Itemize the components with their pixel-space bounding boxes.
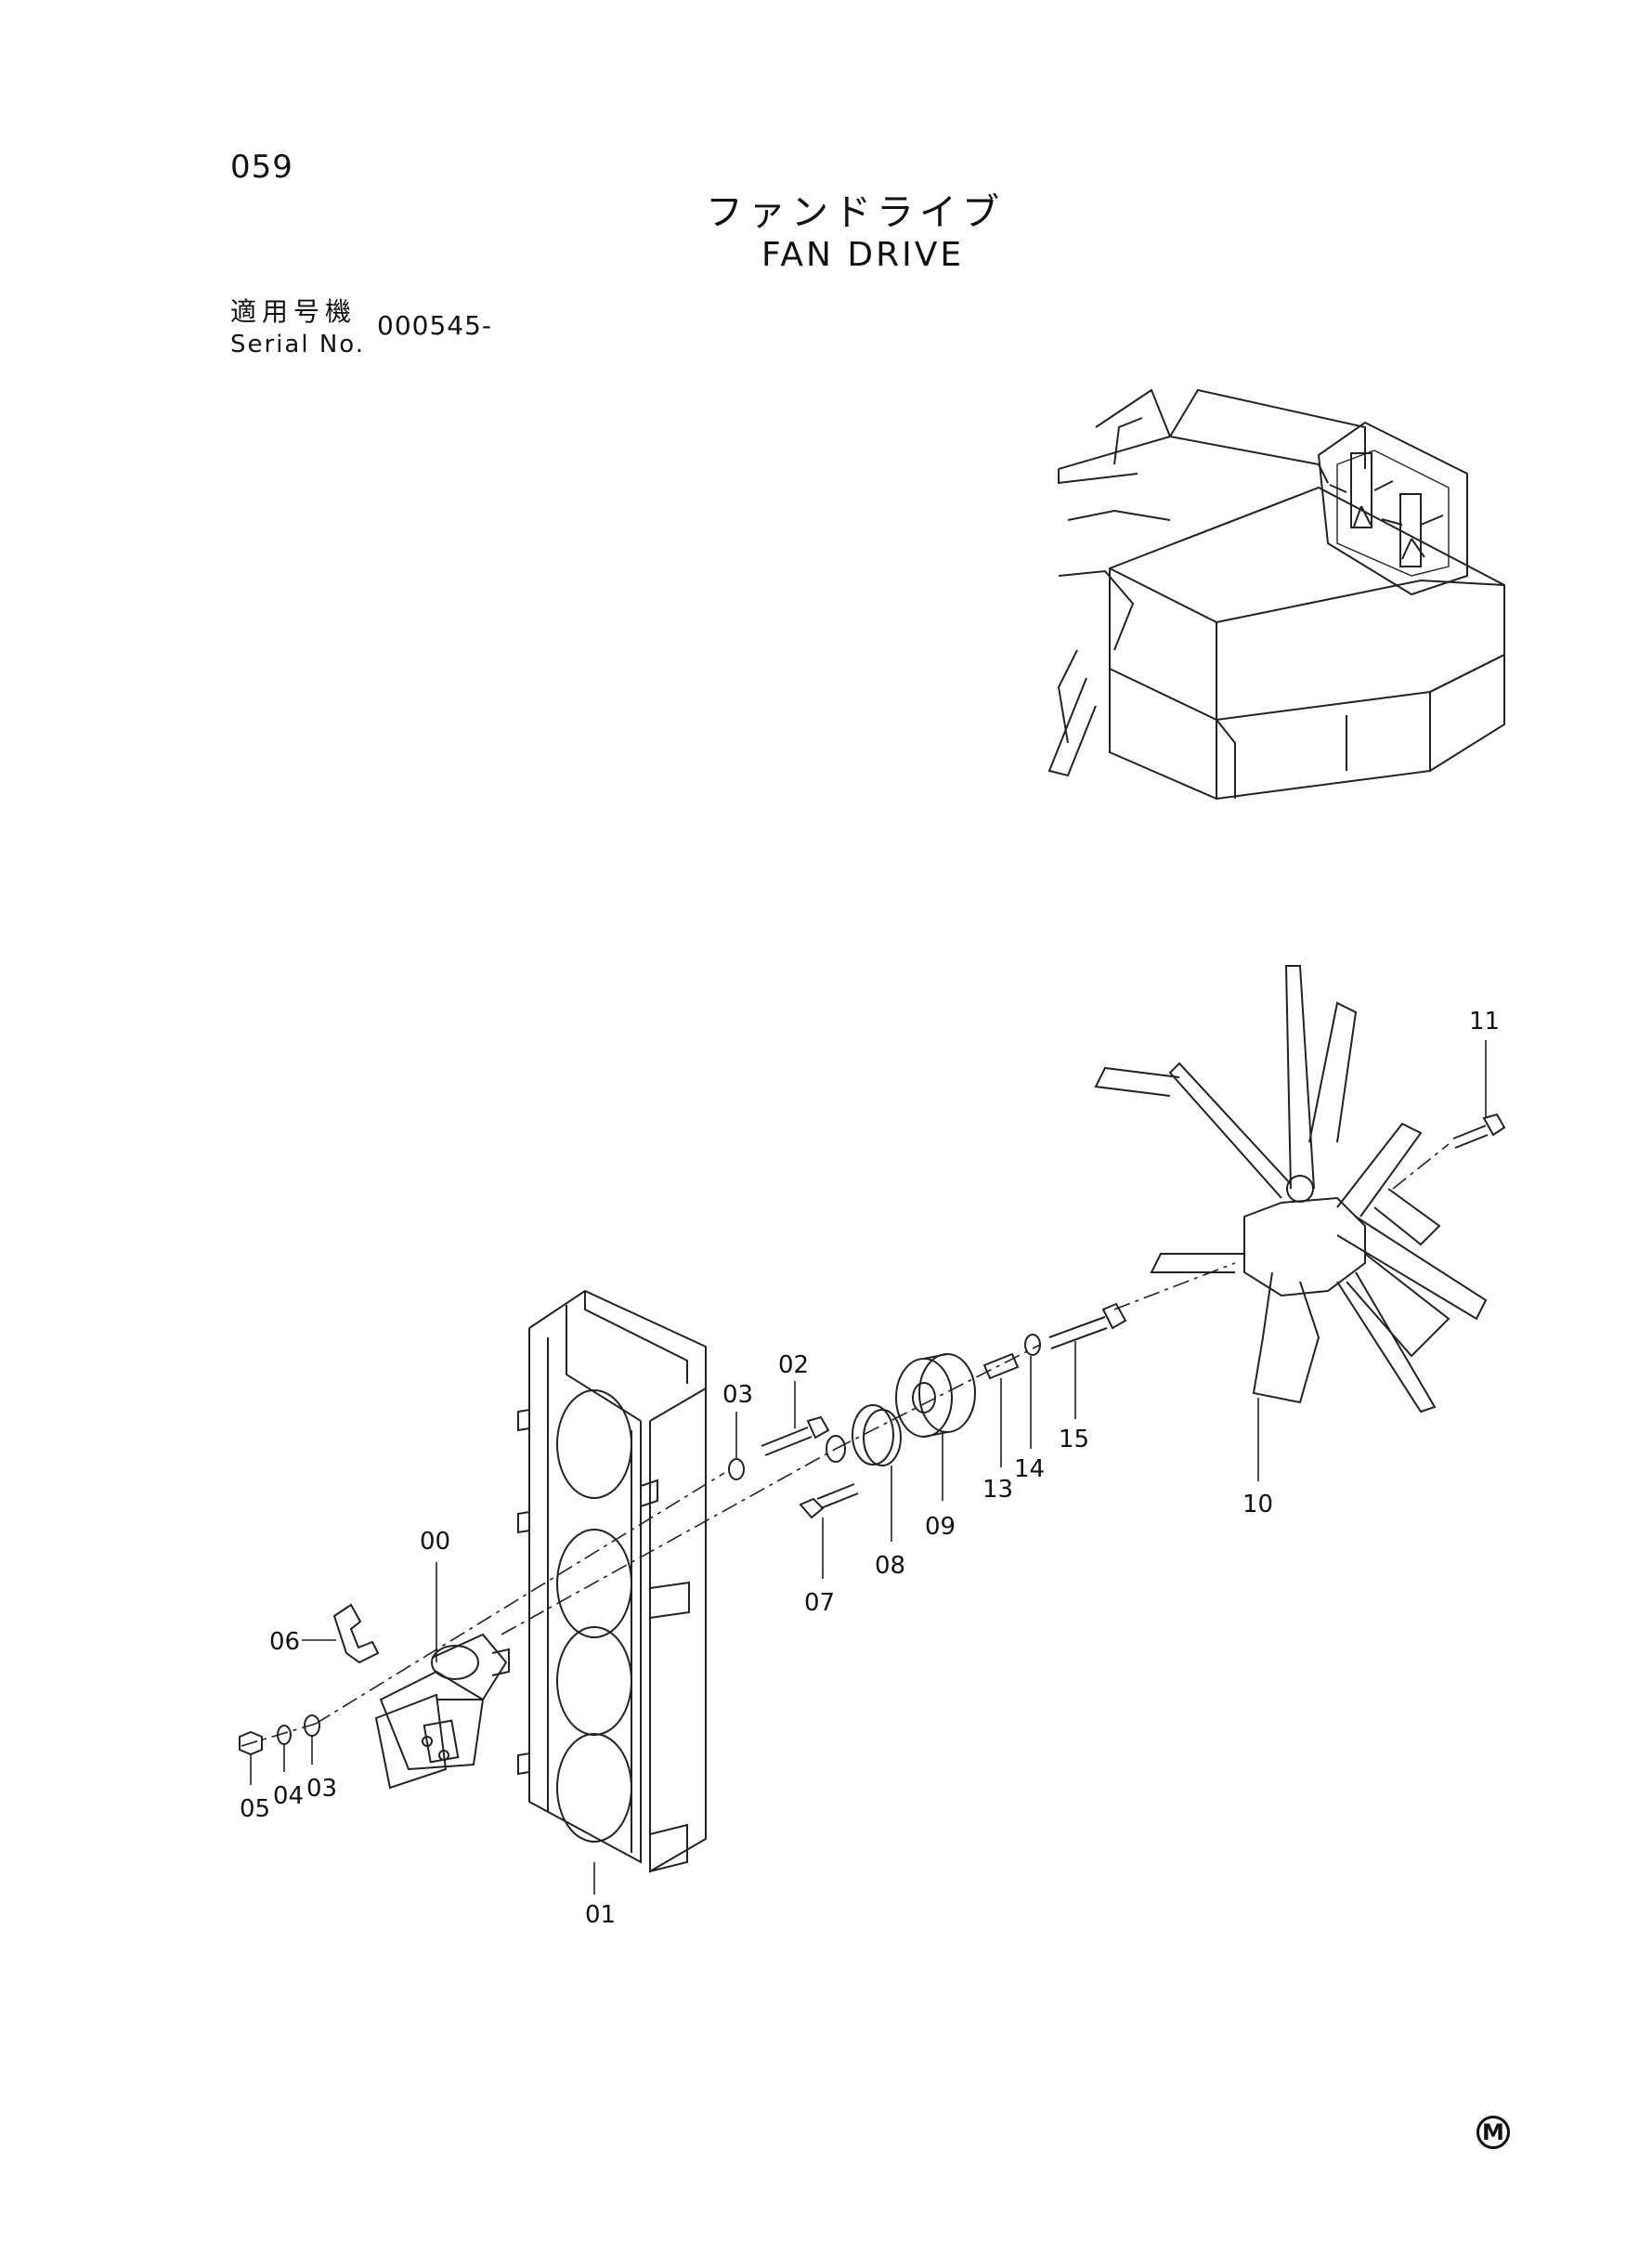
part-label-01: 01 (585, 1901, 616, 1929)
part-label-03-top: 03 (722, 1381, 753, 1409)
fitting-part-06 (332, 1603, 380, 1664)
part-label-04: 04 (273, 1782, 304, 1810)
part-label-10: 10 (1242, 1491, 1273, 1518)
part-label-06: 06 (269, 1628, 300, 1656)
page-number: 059 (230, 149, 293, 186)
manufacturer-mark: M (1476, 2116, 1510, 2149)
bolt-part-11 (1452, 1113, 1506, 1149)
serial-label-english: Serial No. (230, 331, 365, 358)
part-label-07: 07 (804, 1589, 835, 1617)
bolt-part-15 (1048, 1302, 1127, 1349)
part-label-09: 09 (925, 1513, 956, 1541)
bolt-part-07 (799, 1483, 859, 1519)
overview-fan-icon (1329, 452, 1444, 567)
title-japanese: ファンドライブ (706, 191, 1005, 234)
part-label-15: 15 (1059, 1426, 1089, 1453)
label-leader-lines (250, 1040, 1487, 1895)
machine-overview-illustration (1047, 388, 1505, 801)
fan-frame-part-01 (517, 1289, 707, 1873)
fan-part-10 (1094, 965, 1488, 1414)
serial-label-japanese: 適用号機 (230, 296, 358, 327)
part-label-03-bottom: 03 (306, 1775, 337, 1803)
part-label-14: 14 (1014, 1455, 1045, 1483)
part-label-08: 08 (875, 1552, 905, 1580)
part-label-05: 05 (240, 1795, 270, 1823)
bolt-part-02 (761, 1415, 830, 1456)
pulley-part-09 (895, 1353, 976, 1438)
hub-part-08 (826, 1404, 902, 1466)
part-label-02: 02 (778, 1351, 809, 1379)
nut-part-05 (239, 1730, 263, 1756)
part-label-00: 00 (420, 1528, 450, 1556)
part-label-13: 13 (982, 1476, 1013, 1504)
assembly-axis-lines (241, 1143, 1450, 1747)
hydraulic-motor-part-00 (374, 1633, 510, 1790)
serial-number-value: 000545- (377, 310, 492, 341)
part-label-11: 11 (1469, 1008, 1500, 1036)
washer-part-03-upper (728, 1458, 745, 1480)
spacer-part-13 (982, 1352, 1020, 1380)
title-english: FAN DRIVE (761, 236, 965, 274)
